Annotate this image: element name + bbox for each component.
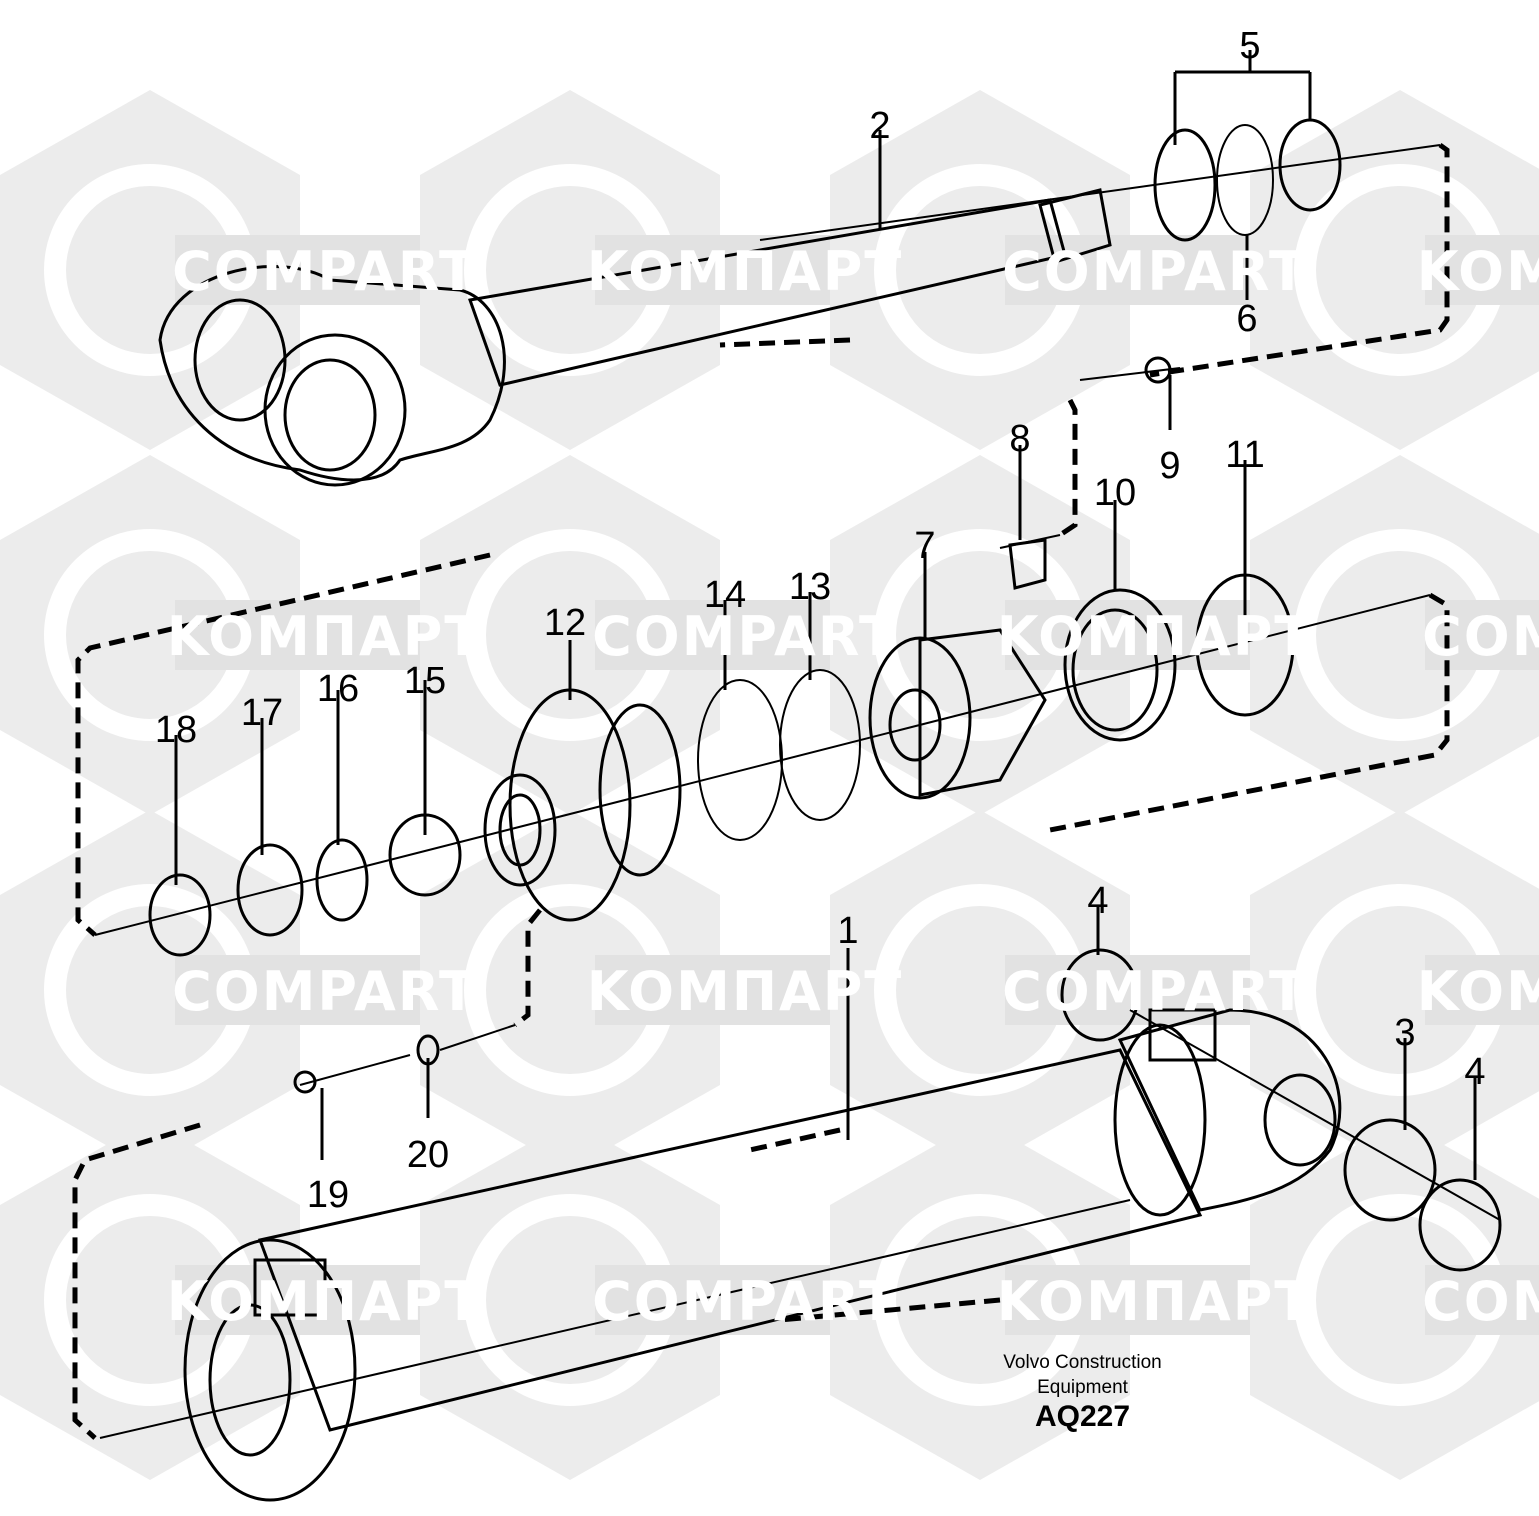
diagram-code: AQ227 bbox=[1034, 1400, 1131, 1433]
ring-13 bbox=[779, 669, 861, 821]
seal-10 bbox=[1063, 588, 1177, 742]
seal-4a bbox=[1060, 948, 1140, 1042]
part-label-1: 1 bbox=[837, 910, 858, 952]
part-label-10: 10 bbox=[1094, 472, 1136, 514]
part-label-9: 9 bbox=[1159, 445, 1180, 487]
part-label-17: 17 bbox=[241, 692, 283, 734]
part-label-11: 11 bbox=[1225, 434, 1264, 476]
part-label-4: 4 bbox=[1464, 1051, 1485, 1093]
ring-5b bbox=[1278, 118, 1342, 212]
caption-equipment: Equipment bbox=[1037, 1377, 1128, 1398]
leader-lines bbox=[174, 50, 1477, 1180]
seal-10-inner bbox=[1071, 608, 1159, 732]
dashed-outline-tube bbox=[72, 1122, 1001, 1440]
axis-line bbox=[94, 144, 1501, 1439]
watermark-logo-shape bbox=[1250, 810, 1539, 1170]
caption-company: Volvo Construction bbox=[1003, 1352, 1162, 1373]
cylinder-head bbox=[483, 688, 682, 922]
bolt-19 bbox=[299, 1054, 411, 1086]
caption-block: Volvo Construction Equipment AQ227 bbox=[960, 1350, 1205, 1434]
dashed-outline-piston bbox=[75, 552, 1450, 937]
piston bbox=[868, 628, 1047, 800]
part-label-18: 18 bbox=[155, 709, 197, 751]
watermark-logo-shape bbox=[1250, 90, 1539, 450]
nipple-8 bbox=[1008, 538, 1047, 590]
dashed-outline-bolt bbox=[513, 398, 1078, 1027]
bushing-3 bbox=[1343, 1118, 1437, 1222]
watermark-logo-shape bbox=[830, 810, 1305, 1170]
part-label-6: 6 bbox=[1236, 298, 1257, 340]
part-label-15: 15 bbox=[404, 660, 446, 702]
ring-14 bbox=[697, 679, 783, 841]
part-label-20: 20 bbox=[407, 1134, 449, 1176]
watermark-logo-shape bbox=[1250, 1120, 1539, 1480]
part-label-2: 2 bbox=[869, 105, 890, 147]
part-label-7: 7 bbox=[914, 525, 935, 567]
part-label-3: 3 bbox=[1394, 1012, 1415, 1054]
ring-5a bbox=[1153, 128, 1217, 242]
seal-16 bbox=[315, 838, 369, 922]
part-label-19: 19 bbox=[307, 1174, 349, 1216]
part-label-13: 13 bbox=[789, 566, 831, 608]
seal-18 bbox=[148, 873, 212, 957]
part-label-12: 12 bbox=[544, 602, 586, 644]
seal-4b bbox=[1418, 1178, 1502, 1272]
dashed-outline-rod bbox=[719, 142, 1450, 378]
screw-9 bbox=[1144, 356, 1172, 384]
watermark-logo-shape bbox=[420, 455, 895, 815]
ring-6 bbox=[1216, 124, 1274, 236]
part-label-4: 4 bbox=[1087, 880, 1108, 922]
piston-rod bbox=[158, 188, 1112, 487]
part-label-5: 5 bbox=[1239, 25, 1260, 67]
bolt-19-head bbox=[293, 1070, 317, 1094]
cylinder-tube bbox=[183, 1008, 1342, 1502]
watermark-logo-shape bbox=[1250, 455, 1539, 815]
part-label-16: 16 bbox=[317, 668, 359, 710]
part-label-14: 14 bbox=[704, 574, 746, 616]
part-label-8: 8 bbox=[1009, 418, 1030, 460]
seal-17 bbox=[236, 843, 304, 937]
